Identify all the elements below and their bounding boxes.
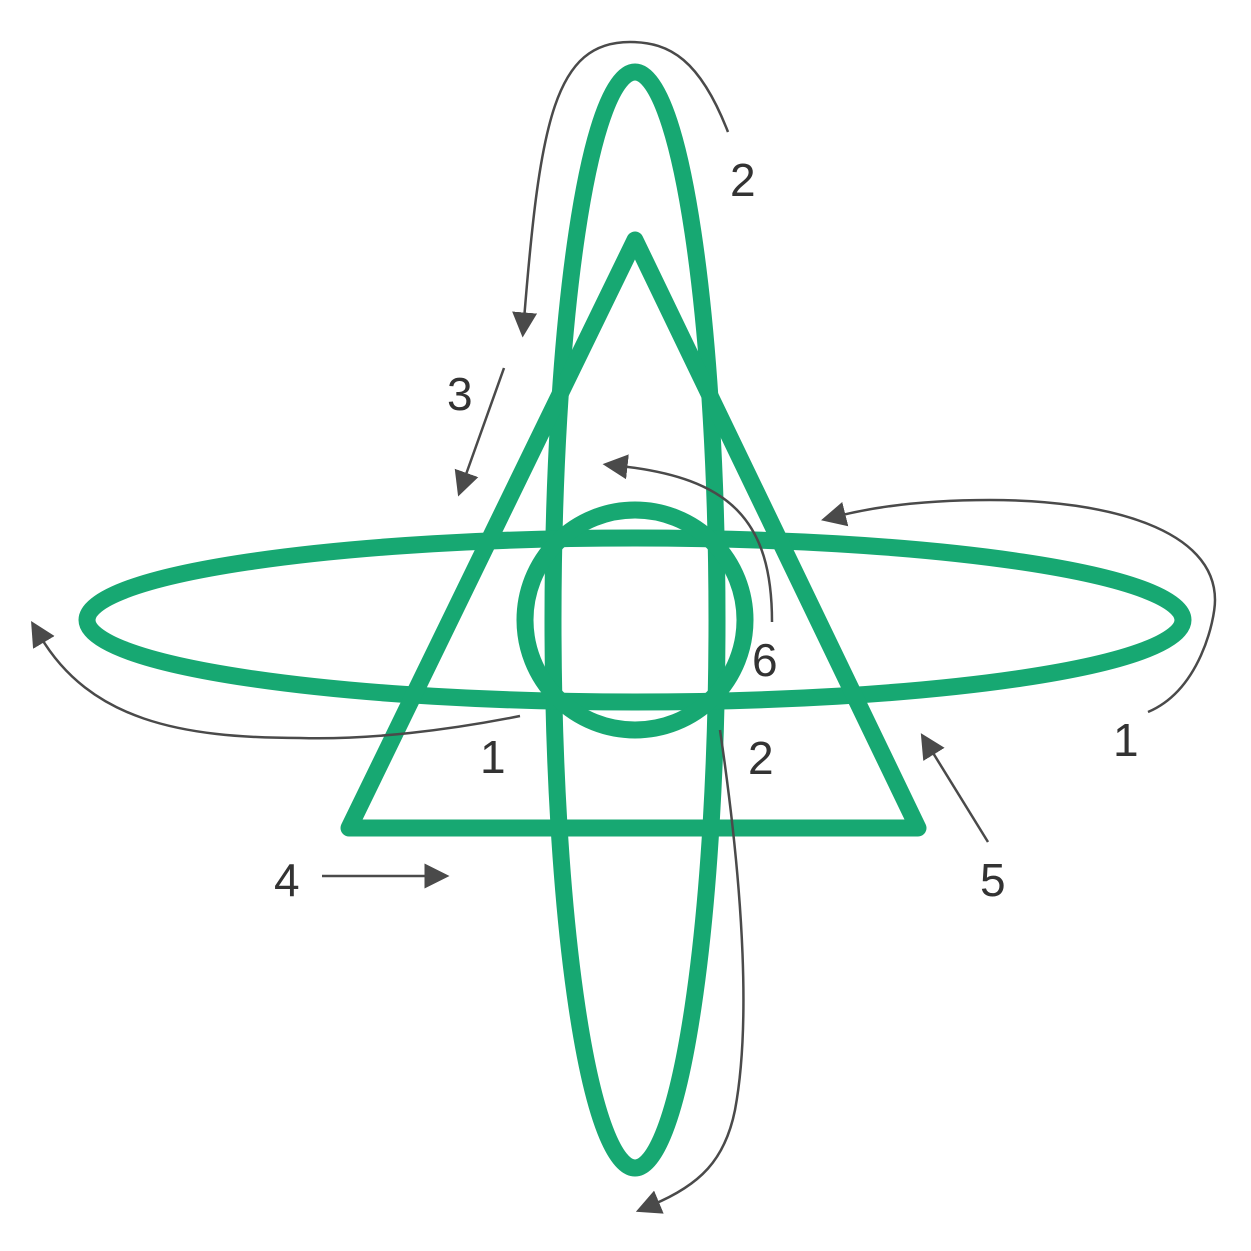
label-step-3: 3 xyxy=(447,368,473,420)
arrow-step-6 xyxy=(602,454,774,623)
label-step-6: 6 xyxy=(752,634,778,686)
arrow-bottom-loop xyxy=(635,729,745,1214)
arrow-right-loop xyxy=(821,498,1217,714)
direction-arrows xyxy=(31,40,1217,1214)
label-top-loop: 2 xyxy=(730,154,756,206)
label-step-5: 5 xyxy=(980,854,1006,906)
label-bottom-loop: 2 xyxy=(748,732,774,784)
step-labels: 2 3 1 1 2 4 5 6 xyxy=(274,154,1139,906)
label-right-loop: 1 xyxy=(1113,714,1139,766)
arrow-step-3 xyxy=(454,367,506,497)
vertical-loop xyxy=(544,63,726,1177)
label-step-4: 4 xyxy=(274,854,300,906)
center-circle xyxy=(516,501,754,739)
arrow-left-loop xyxy=(31,620,521,740)
arrow-step-5 xyxy=(920,733,990,843)
knot-shapes xyxy=(78,63,1192,1177)
label-left-loop: 1 xyxy=(480,731,506,783)
horizontal-loop xyxy=(78,529,1192,711)
arrow-top-loop xyxy=(512,40,730,338)
triangle xyxy=(340,231,927,837)
